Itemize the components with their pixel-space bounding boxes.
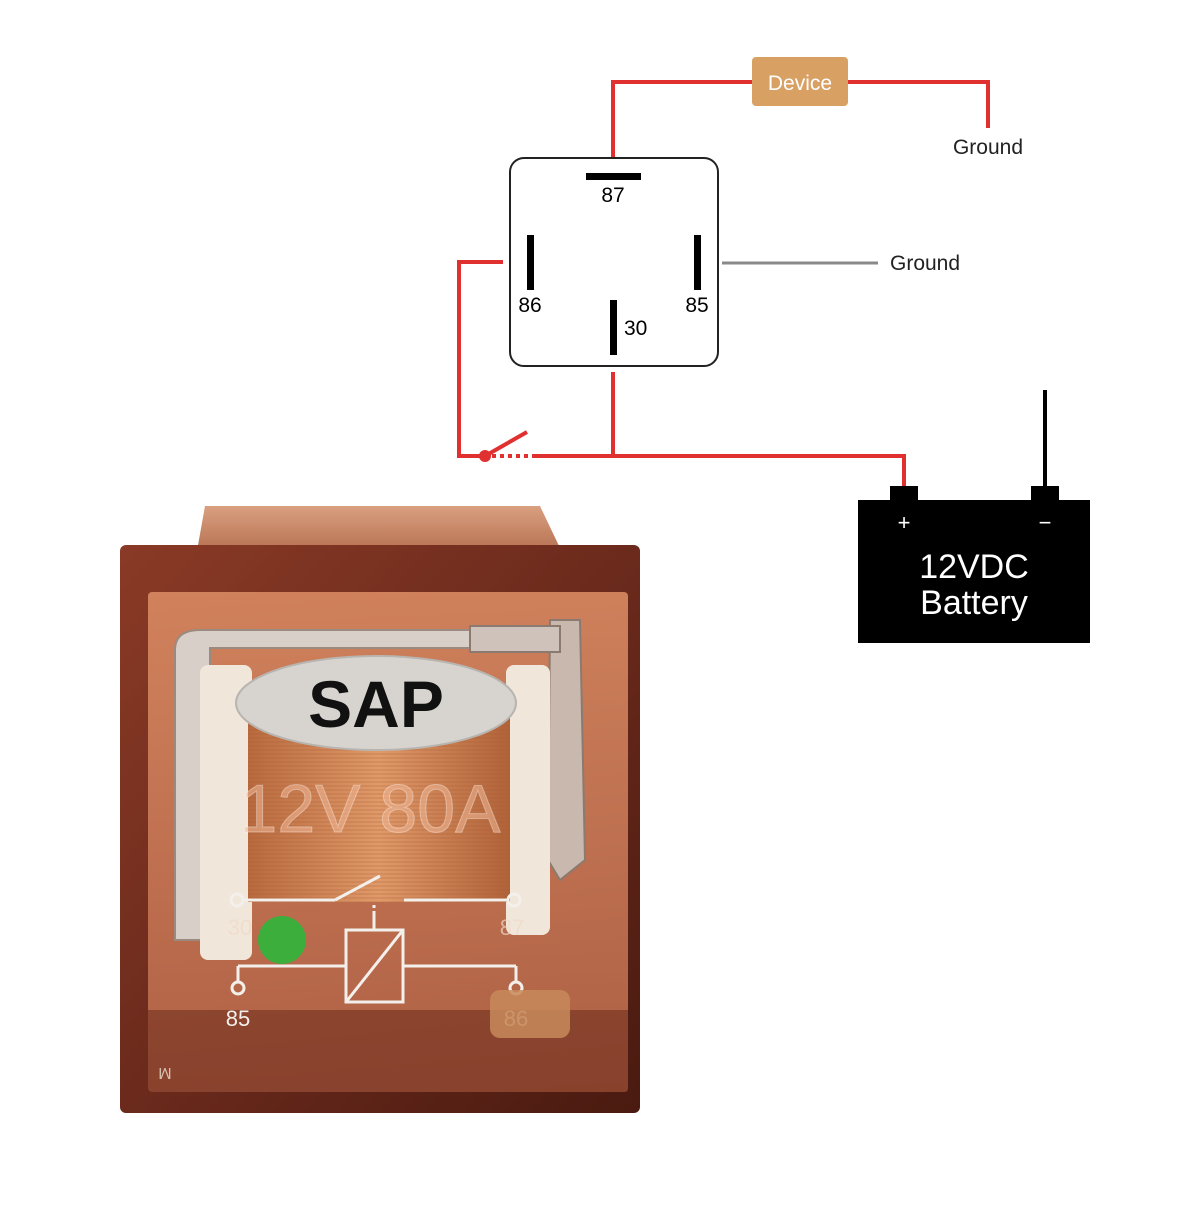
wire-device-to-ground <box>848 80 990 128</box>
ground-label-top: Ground <box>953 136 1023 159</box>
photo-pin-30-label: 30 <box>228 915 252 940</box>
battery-plus-terminal <box>890 486 918 502</box>
brand-label: SAP <box>308 667 444 741</box>
pin-86-label: 86 <box>518 294 541 317</box>
photo-pin-85-label: 85 <box>226 1006 250 1031</box>
rating-label: 12V 80A <box>240 771 502 847</box>
battery-label-line1: 12VDC <box>919 548 1029 586</box>
corner-mark: M <box>158 1064 171 1081</box>
brand-oval <box>235 655 517 751</box>
green-indicator <box>258 916 306 964</box>
coil-flange-right <box>506 665 550 935</box>
relay-contact-arm <box>469 625 561 653</box>
photo-pin-87-label: 87 <box>500 915 524 940</box>
relay-box <box>509 157 719 367</box>
pin-85-label: 85 <box>685 294 708 317</box>
coil-symbol <box>230 912 524 1004</box>
wire-to-battery-plus <box>534 454 906 488</box>
pin-87-bar <box>586 173 641 180</box>
relay-terminal-right <box>490 990 570 1038</box>
ground-label-mid: Ground <box>890 252 960 275</box>
pin-30-bar <box>610 300 617 355</box>
battery-plus-sign: + <box>898 510 911 535</box>
relay-armature <box>546 619 587 882</box>
pin-30-label: 30 <box>624 317 647 340</box>
battery-label-line2: Battery <box>920 584 1028 622</box>
switch <box>479 430 534 462</box>
wire-86-to-switch <box>457 260 503 458</box>
device-label: Device <box>768 72 832 95</box>
battery-minus-terminal <box>1031 486 1059 502</box>
relay-photo: SAP 12V 80A 30 87 85 86 <box>120 506 640 1113</box>
battery-body <box>858 500 1090 643</box>
battery: + − 12VDC Battery <box>858 486 1090 643</box>
coil-flange-left <box>200 665 252 960</box>
wire-87-to-device <box>611 80 752 158</box>
switch-lever <box>484 430 528 458</box>
pin-86-bar <box>527 235 534 290</box>
battery-minus-sign: − <box>1039 510 1052 535</box>
contact-symbol <box>229 874 522 912</box>
pin-87-label: 87 <box>601 184 624 207</box>
device-box: Device <box>752 57 848 106</box>
relay-schematic: 87 86 85 30 <box>509 157 719 367</box>
pin-85-bar <box>694 235 701 290</box>
